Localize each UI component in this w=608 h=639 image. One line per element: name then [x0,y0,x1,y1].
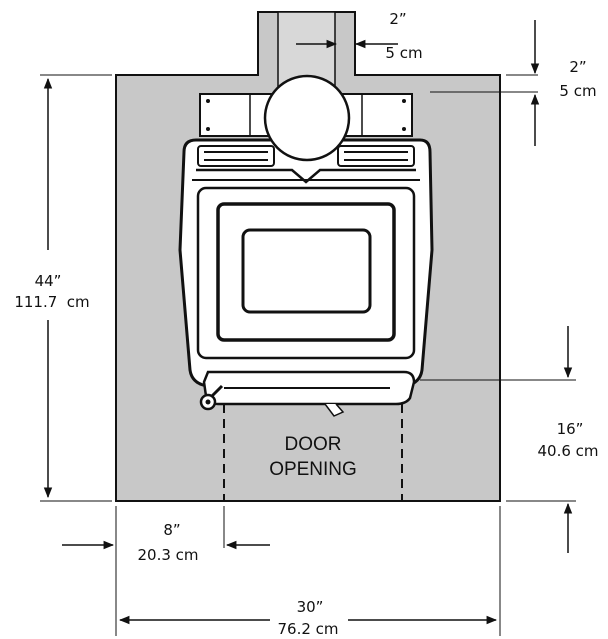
door-opening-label-line1: DOOR [285,434,342,455]
stove-icon [178,74,434,417]
front-extension-metric: 40.6 cm [537,442,598,460]
hearth-width-metric: 76.2 cm [277,620,338,638]
flue-clearance-metric: 5 cm [385,44,422,62]
door-opening-label-line2: OPENING [269,459,357,480]
hearth-width-imperial: 30” [297,598,324,616]
flue-clearance-imperial: 2” [389,10,406,28]
side-extension-imperial: 8” [163,521,180,539]
hearth-depth-metric: 111.7 cm [14,293,89,311]
side-extension-metric: 20.3 cm [137,546,198,564]
hearth-depth-imperial: 44” [35,272,62,290]
front-extension-imperial: 16” [557,420,584,438]
rear-clearance-imperial: 2” [569,58,586,76]
rear-clearance-metric: 5 cm [559,82,596,100]
